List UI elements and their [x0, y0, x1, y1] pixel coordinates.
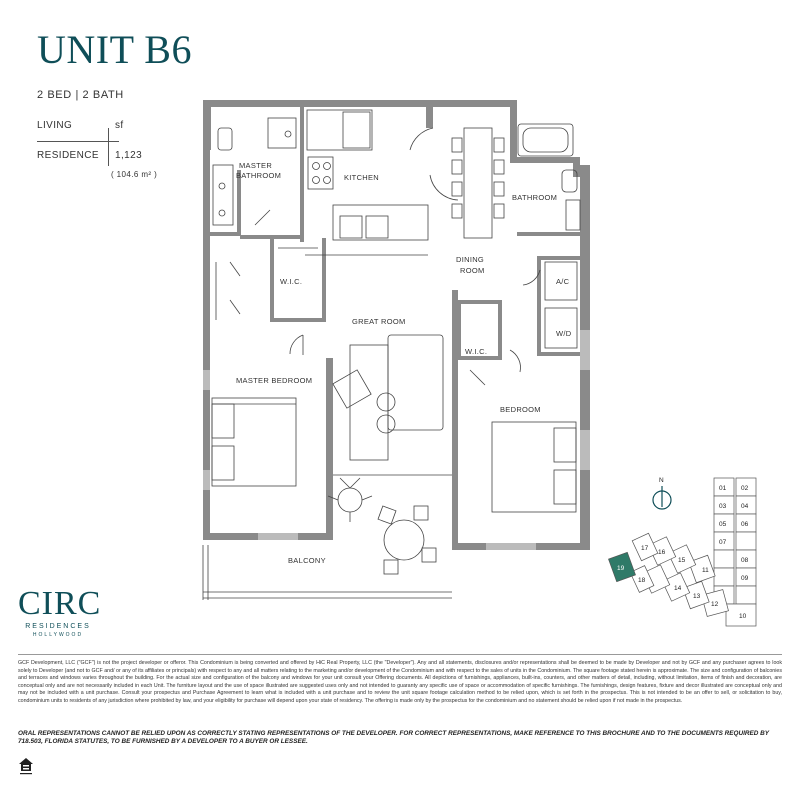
kitchen-label: KITCHEN — [344, 173, 379, 182]
disclaimer-text: GCF Development, LLC ("GCF") is not the … — [18, 660, 782, 704]
key-unit-11: 11 — [702, 567, 709, 574]
bathroom-label: BATHROOM — [512, 193, 557, 202]
dining-label-2: ROOM — [460, 266, 485, 275]
great-room-label: GREAT ROOM — [352, 317, 406, 326]
key-unit-15: 15 — [678, 557, 686, 564]
key-unit-16: 16 — [658, 549, 666, 556]
key-unit-05: 05 — [719, 521, 727, 528]
wic-label-2: W.I.C. — [465, 347, 487, 356]
key-unit-04: 04 — [741, 503, 749, 510]
footer-rule — [18, 654, 782, 655]
circ-logo: CIRC RESIDENCES HOLLYWOOD — [18, 585, 102, 639]
key-unit-07: 07 — [719, 539, 727, 546]
unit-subtitle: 2 BED | 2 BATH — [37, 89, 124, 101]
wd-label: W/D — [556, 329, 572, 338]
key-unit-08: 08 — [741, 557, 749, 564]
unit-sf-label: sf — [115, 120, 124, 131]
key-unit-17: 17 — [641, 545, 649, 552]
table-divider — [108, 128, 109, 166]
key-unit-06: 06 — [741, 521, 749, 528]
key-unit-01: 01 — [719, 485, 727, 492]
windows — [203, 330, 590, 550]
residence-label: RESIDENCE — [37, 150, 99, 161]
balcony-label: BALCONY — [288, 556, 326, 565]
key-plan: N 01 02 03 04 05 06 — [608, 477, 757, 627]
key-unit-12: 12 — [711, 601, 719, 608]
room-labels: MASTER BATHROOM KITCHEN BATHROOM DINING … — [236, 161, 572, 565]
key-unit-09: 09 — [741, 575, 749, 582]
key-unit-02: 02 — [741, 485, 749, 492]
master-bedroom-label: MASTER BEDROOM — [236, 376, 312, 385]
master-bathroom-label-1: MASTER — [239, 161, 272, 170]
key-unit-13: 13 — [693, 593, 701, 600]
dining-label-1: DINING — [456, 255, 484, 264]
unit-area-table: LIVING sf RESIDENCE 1,123 ( 104.6 m² ) — [37, 120, 167, 179]
key-unit-14: 14 — [674, 585, 682, 592]
ac-label: A/C — [556, 277, 570, 286]
brand-line3: HOLLYWOOD — [32, 632, 84, 638]
unit-title: UNIT B6 — [37, 27, 192, 72]
key-unit-03: 03 — [719, 503, 727, 510]
equal-housing-icon — [19, 758, 33, 775]
north-label: N — [659, 477, 664, 484]
brand-name: CIRC — [18, 585, 102, 622]
wic-label-1: W.I.C. — [280, 277, 302, 286]
table-rule — [37, 141, 119, 142]
highlighted-unit — [608, 551, 636, 583]
residence-m2-value: ( 104.6 m² ) — [111, 170, 158, 179]
residence-sf-value: 1,123 — [115, 150, 143, 161]
bedroom-label: BEDROOM — [500, 405, 541, 414]
master-bathroom-label-2: BATHROOM — [236, 171, 281, 180]
key-unit-18: 18 — [638, 577, 646, 584]
fixtures — [202, 109, 581, 600]
oral-representations-warning: ORAL REPRESENTATIONS CANNOT BE RELIED UP… — [18, 730, 769, 745]
living-label: LIVING — [37, 120, 73, 131]
brand-line2: RESIDENCES — [25, 623, 91, 630]
key-unit-19: 19 — [617, 565, 625, 572]
key-unit-10: 10 — [739, 613, 747, 620]
